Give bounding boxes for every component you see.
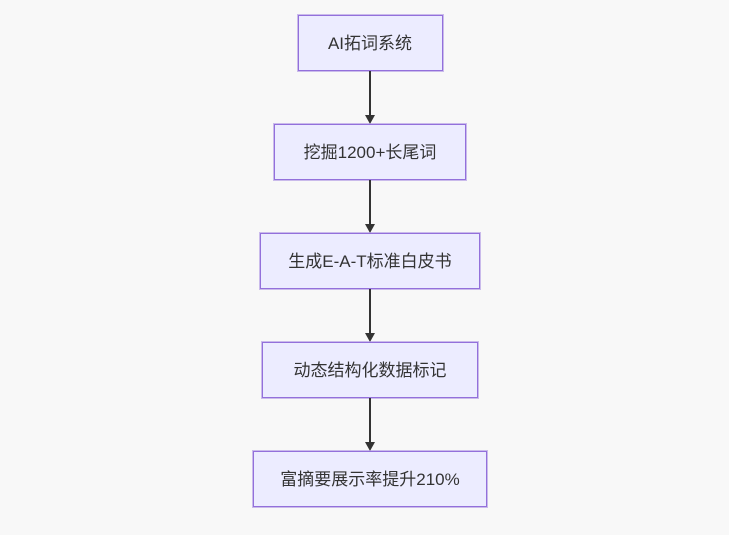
flowchart-node-eat-whitepaper: 生成E-A-T标准白皮书	[260, 233, 480, 289]
arrowhead-down-icon	[365, 115, 375, 124]
flow-arrow-1	[365, 71, 375, 124]
arrow-line	[369, 71, 371, 115]
node-label: 富摘要展示率提升210%	[280, 469, 460, 489]
arrowhead-down-icon	[365, 333, 375, 342]
arrow-line	[369, 180, 371, 224]
flow-arrow-3	[365, 289, 375, 342]
arrow-line	[369, 398, 371, 442]
flowchart-node-longtail-mining: 挖掘1200+长尾词	[274, 124, 466, 180]
flowchart: AI拓词系统 挖掘1200+长尾词 生成E-A-T标准白皮书 动态结构化数据标记…	[253, 15, 487, 507]
node-label: 挖掘1200+长尾词	[303, 142, 437, 162]
node-label: 动态结构化数据标记	[293, 360, 447, 380]
flowchart-node-ai-word-system: AI拓词系统	[297, 15, 443, 71]
flow-arrow-2	[365, 180, 375, 233]
flow-arrow-4	[365, 398, 375, 451]
arrowhead-down-icon	[365, 442, 375, 451]
flowchart-node-rich-snippet-result: 富摘要展示率提升210%	[253, 451, 487, 507]
node-label: 生成E-A-T标准白皮书	[288, 251, 452, 271]
node-label: AI拓词系统	[327, 33, 413, 53]
arrowhead-down-icon	[365, 224, 375, 233]
flowchart-node-structured-data: 动态结构化数据标记	[262, 342, 478, 398]
arrow-line	[369, 289, 371, 333]
